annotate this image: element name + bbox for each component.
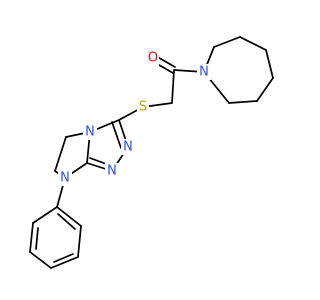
bond-phenyl-6 [56, 206, 82, 227]
atom-label-o: O [148, 51, 158, 66]
phenyl-nitrogen-atom: N [58, 170, 72, 186]
bond-azepane-6 [228, 100, 258, 104]
azepane-nitrogen-atom: N [197, 64, 211, 80]
bond-phenyl-inner-2 [53, 253, 74, 263]
atom-label-s: S [139, 100, 147, 115]
sulfur-atom: S [137, 99, 149, 115]
atom-label-n-azepane: N [199, 65, 209, 80]
bonds [29, 36, 274, 269]
bond-azepane-3 [239, 36, 267, 51]
atoms: O N S N N N [58, 50, 211, 186]
atom-label-n7: N [60, 171, 70, 186]
bond-c3-n2-double-b [111, 121, 122, 149]
bond-phenyl-3 [29, 251, 52, 269]
bridgehead-nitrogen-atom: N [83, 124, 97, 140]
molecule-canvas: O N S N N N [29, 36, 274, 269]
bond-phenyl-5 [77, 225, 82, 258]
bond-azepane-2 [213, 36, 241, 48]
bond-phenyl-4 [50, 256, 79, 269]
bond-azepane-4 [265, 49, 274, 79]
bond-phenyl-1 [32, 206, 58, 224]
bond-azepane-5 [256, 77, 274, 102]
molecule-structure: O N S N N N [29, 36, 274, 269]
oxygen-atom: O [147, 50, 159, 66]
bond-phenyl-inner-3 [57, 213, 76, 230]
atom-label-n2: N [123, 140, 133, 155]
triazole-nitrogen-1-atom: N [105, 163, 119, 179]
atom-label-n1: N [107, 164, 117, 179]
triazole-nitrogen-2-atom: N [121, 139, 135, 155]
atom-label-n4: N [85, 125, 95, 140]
bond-c-ch2 [171, 69, 175, 104]
bond-phenyl-2 [29, 222, 34, 253]
bond-phenyl-inner-1 [35, 227, 39, 250]
bond-ch2-ch2 [54, 136, 67, 172]
